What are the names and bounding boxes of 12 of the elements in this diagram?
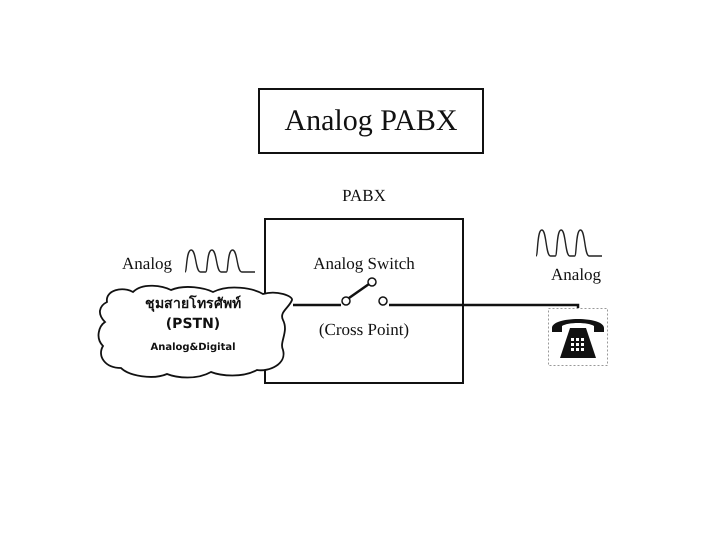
box-heading: PABX: [341, 186, 387, 206]
signal-label: Analog: [122, 254, 172, 274]
signal-label: Analog: [551, 265, 602, 285]
switch-label: Analog Switch: [312, 254, 416, 274]
connection-line: [389, 304, 580, 308]
connection-line: [293, 304, 341, 306]
cloud-label: ชุมสายโทรศัพท์ (PSTN): [144, 294, 242, 334]
switch-symbol: [341, 276, 389, 308]
switch-caption: (Cross Point): [318, 320, 410, 340]
title-box: Analog PABX: [258, 88, 484, 154]
cloud-note: Analog&Digital: [149, 342, 237, 353]
telephone-icon: [548, 308, 608, 366]
